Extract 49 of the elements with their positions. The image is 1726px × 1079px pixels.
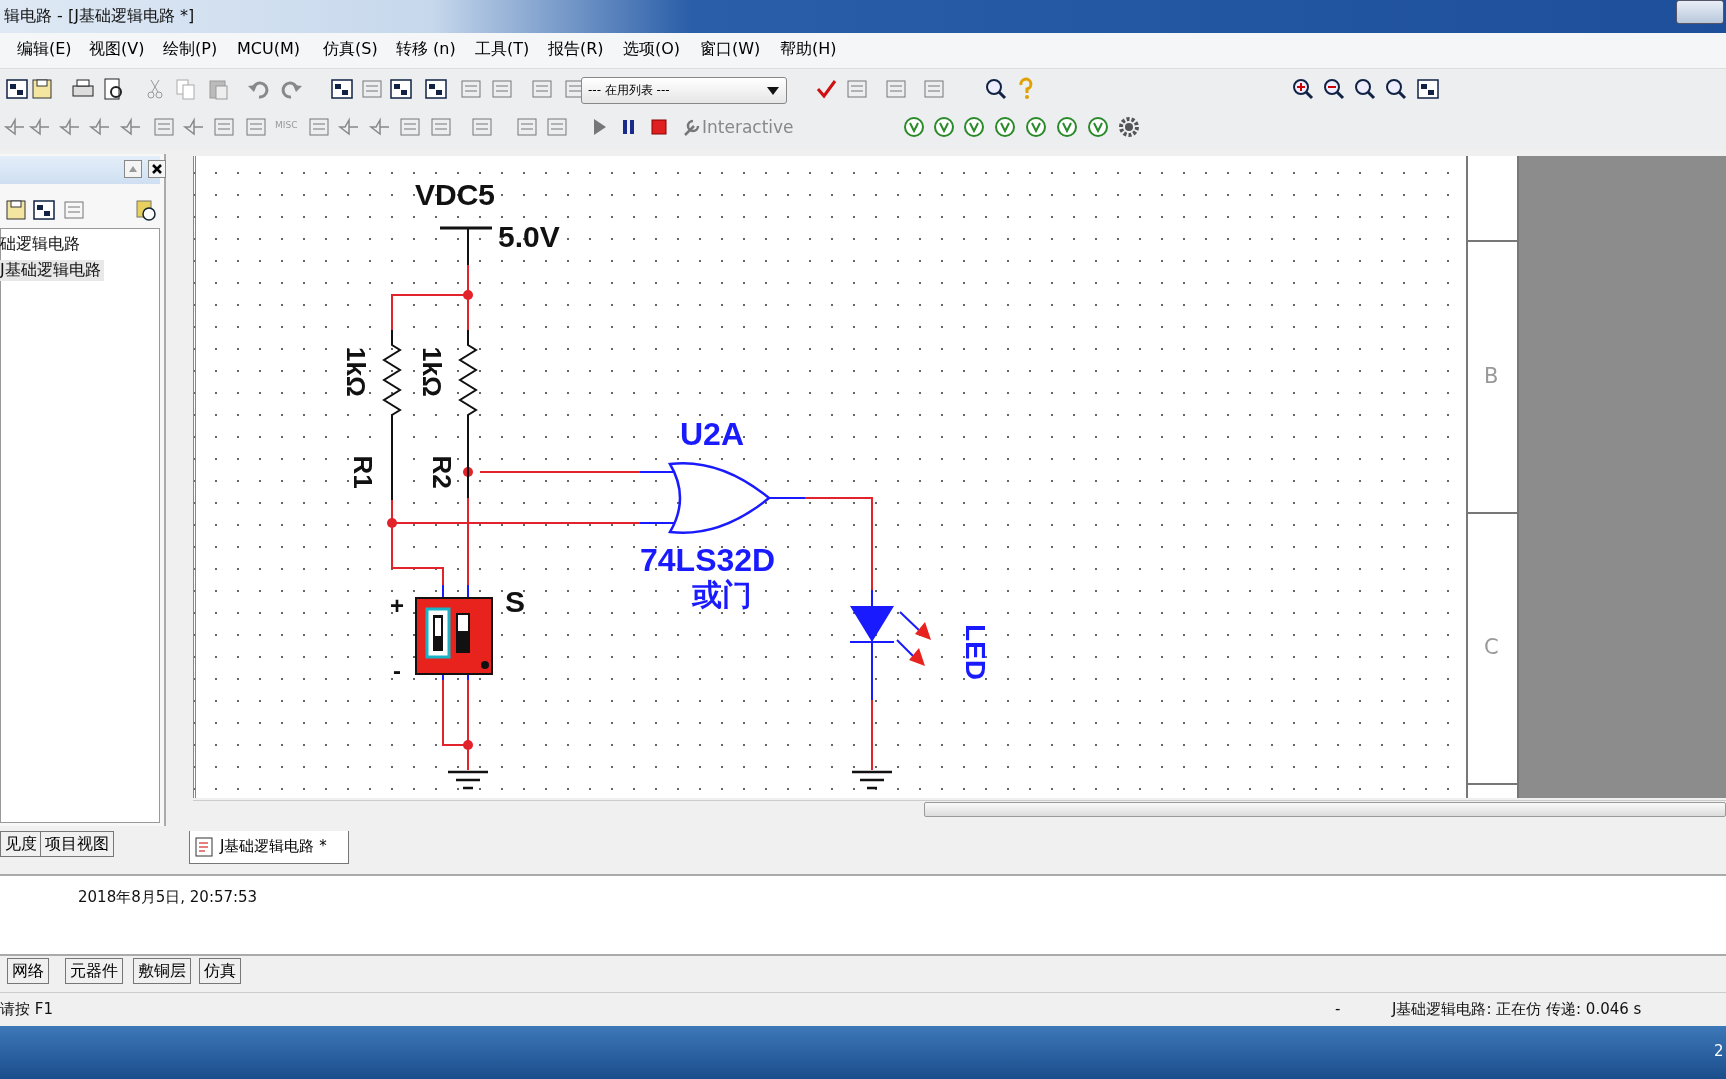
- panel-tab: 见度: [0, 831, 42, 857]
- menu-item: 绘制(P): [163, 41, 218, 57]
- gate-name: 或门: [692, 580, 752, 610]
- tree-item: 础逻辑电路: [0, 236, 80, 252]
- panel-tab: 项目视图: [40, 831, 114, 857]
- wire: [479, 471, 641, 473]
- menu-item: MCU(M): [237, 41, 300, 57]
- resistance-value: 1kΩ: [343, 347, 369, 397]
- part-number: 74LS32D: [640, 544, 776, 576]
- tree-item: J基础逻辑电路: [0, 260, 104, 281]
- panel-tab: 敷铜层: [133, 958, 191, 984]
- panel-tab: 网络: [7, 958, 49, 984]
- status-text: 请按 F1: [0, 1002, 53, 1017]
- status-text: J基础逻辑电路: 正在仿 传递: 0.046 s: [1392, 1002, 1642, 1017]
- component-name: U2A: [680, 418, 744, 450]
- wire: [804, 497, 873, 591]
- menu-item: 编辑(E): [17, 41, 72, 57]
- menu-item: 转移 (n): [396, 41, 456, 57]
- mode-label: Interactive: [702, 119, 794, 136]
- menu-item: 报告(R): [548, 41, 604, 57]
- component-name: R2: [429, 455, 455, 489]
- pin-polarity-label: +: [390, 594, 404, 618]
- panel-tab: 元器件: [65, 958, 123, 984]
- voltage-value: 5.0V: [498, 222, 560, 252]
- component-name: S: [505, 587, 525, 617]
- icon-caption: MISC: [275, 121, 298, 130]
- panel-tab: 仿真: [199, 958, 241, 984]
- log-text: 2018年8月5日, 20:57:53: [78, 890, 258, 905]
- clock-text: 2: [1714, 1044, 1724, 1059]
- window-title: 辑电路 - [J基础逻辑电路 *]: [4, 8, 195, 24]
- source-name: VDC5: [415, 180, 496, 210]
- resistance-value: 1kΩ: [419, 347, 445, 397]
- menu-item: 帮助(H): [780, 41, 837, 57]
- menu-item: 窗口(W): [700, 41, 761, 57]
- wire: [442, 679, 469, 771]
- list-dropdown: --- 在用列表 ---: [581, 77, 787, 104]
- menu-item: 仿真(S): [323, 41, 378, 57]
- wire: [871, 699, 873, 771]
- document-tab: J基础逻辑电路 *: [189, 831, 349, 864]
- component-name: R1: [350, 455, 376, 489]
- menu-item: 视图(V): [89, 41, 145, 57]
- status-text: -: [1335, 1002, 1341, 1017]
- pin-polarity-label: -: [393, 659, 401, 683]
- wire: [467, 497, 469, 586]
- menu-item: 工具(T): [475, 41, 530, 57]
- menu-item: 选项(O): [623, 41, 681, 57]
- zone-letter: C: [1484, 637, 1499, 658]
- component-name: LED: [961, 624, 989, 680]
- zone-letter: B: [1484, 366, 1499, 387]
